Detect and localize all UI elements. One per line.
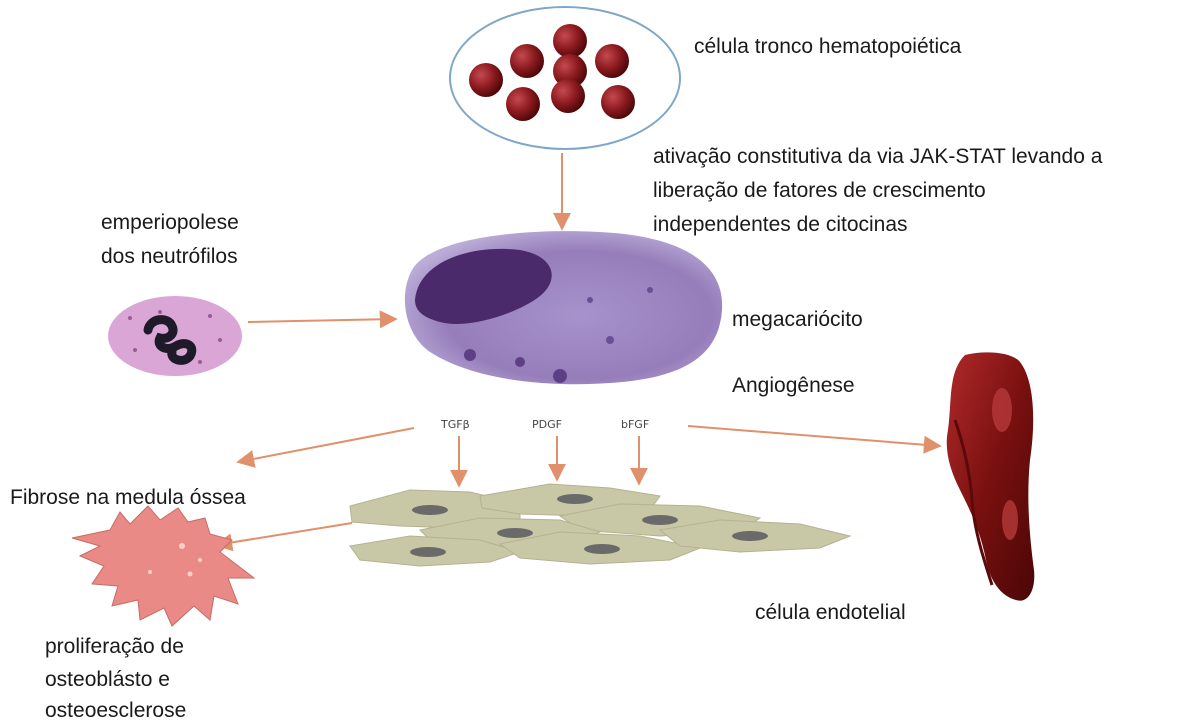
label-osteo-line-2: osteoblásto e [45,664,170,695]
arrow-to-fibrosis [238,428,414,462]
label-megakaryocyte: megacariócito [732,304,863,335]
arrow-to-endothelial [688,426,940,446]
label-jak-stat-line-2: liberação de fatores de crescimento [653,175,986,206]
stem-cell [469,63,503,97]
label-endothelial: célula endotelial [755,597,906,628]
osteoblast-cell [72,506,254,626]
label-factor-tgfb: TGFβ [441,418,470,431]
stem-cell [510,44,544,78]
label-fibrosis: Fibrose na medula óssea [10,482,246,513]
stem-cell [551,79,585,113]
label-osteo-line-1: proliferação de [45,631,184,662]
stem-cell [553,24,587,58]
stem-cell [506,87,540,121]
label-jak-stat-line-3: independentes de citocinas [653,209,908,240]
label-angiogenesis: Angiogênese [732,370,855,401]
label-emperiopolesis-line-2: dos neutrófilos [101,241,238,272]
label-stem-cell: célula tronco hematopoiética [694,31,961,62]
label-factor-bfgf: bFGF [621,418,649,431]
label-factor-pdgf: PDGF [532,418,562,431]
neutrophil-cell [108,296,242,376]
fibroblast-layer [350,484,850,566]
label-jak-stat-line-1: ativação constitutiva da via JAK-STAT le… [653,141,1102,172]
arrow-to-osteoblast [216,523,352,545]
stem-cell [595,44,629,78]
stem-cell-cluster [450,7,680,149]
megakaryocyte-cell [405,231,722,384]
stem-cell [601,85,635,119]
label-osteo-line-3: osteoesclerose [45,695,186,726]
arrow-neutrophil-to-megakaryocyte [248,319,396,322]
endothelial-cell [947,352,1035,600]
label-emperiopolesis-line-1: emperiopolese [101,207,239,238]
